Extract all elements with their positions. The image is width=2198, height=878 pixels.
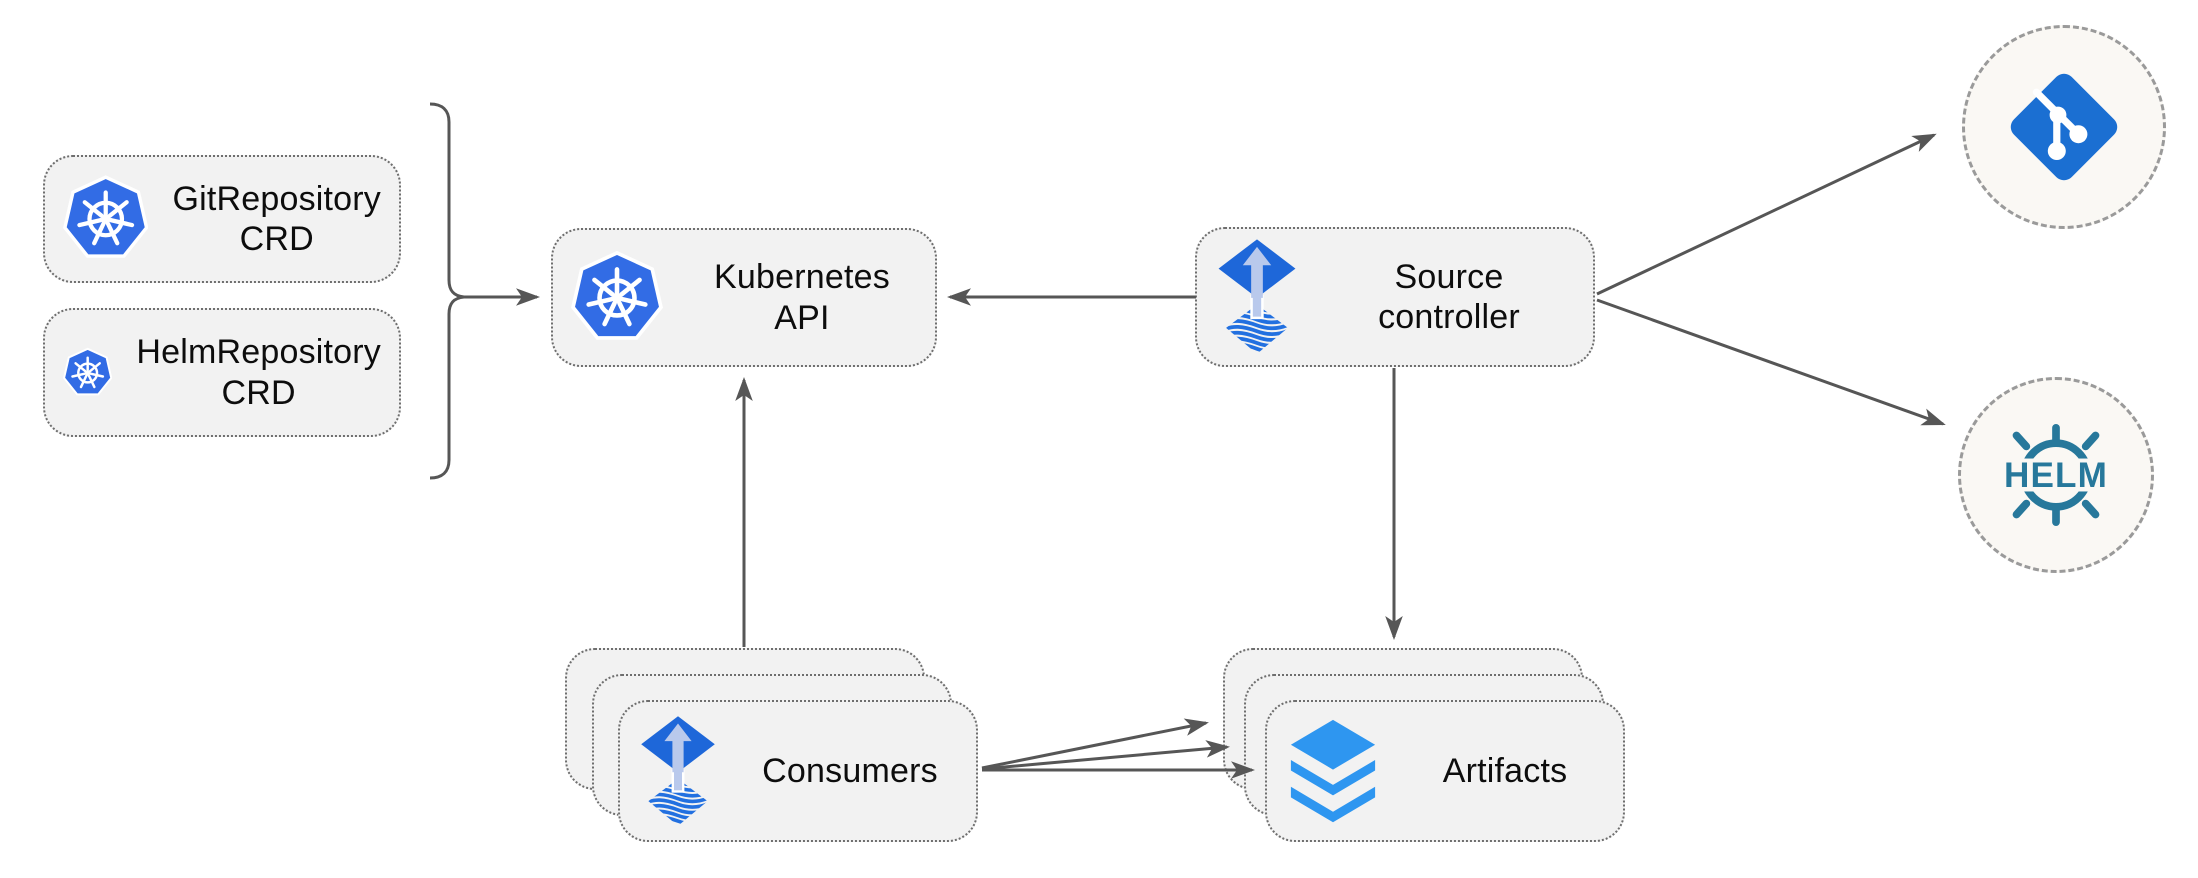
node-kubernetes-api: Kubernetes API — [551, 228, 937, 367]
node-label: HelmRepository CRD — [136, 333, 381, 412]
kubernetes-icon — [63, 175, 149, 258]
node-git-repository-crd: GitRepository CRD — [43, 155, 401, 283]
helm-icon: HELM — [1994, 423, 2118, 527]
node-label: Kubernetes API — [714, 258, 890, 337]
kubernetes-icon — [63, 347, 113, 395]
node-source-controller: Source controller — [1195, 227, 1595, 367]
git-icon — [2010, 73, 2118, 181]
edge-consumers-to-artifacts-2 — [981, 740, 1230, 771]
node-label: Artifacts — [1442, 751, 1568, 790]
node-artifacts: Artifacts — [1265, 700, 1625, 842]
flux-icon — [1218, 239, 1296, 354]
layers-icon — [1290, 719, 1376, 822]
node-helm-repository-crd: HelmRepository CRD — [43, 308, 401, 437]
kubernetes-icon — [571, 250, 663, 340]
node-label: GitRepository CRD — [172, 179, 381, 258]
edge-crds-brace — [429, 102, 465, 480]
node-label: Consumers — [762, 751, 938, 790]
node-helm-endpoint: HELM — [1958, 377, 2154, 573]
node-label: Source controller — [1378, 257, 1520, 336]
edge-consumers-to-artifacts-1 — [981, 718, 1209, 770]
helm-logo-text: HELM — [2004, 456, 2108, 495]
node-consumers: Consumers — [618, 700, 978, 842]
edge-source-controller-to-helm — [1596, 298, 1946, 426]
flux-icon — [641, 715, 715, 826]
edge-source-controller-to-git — [1596, 133, 1937, 296]
node-git-endpoint — [1962, 25, 2166, 229]
